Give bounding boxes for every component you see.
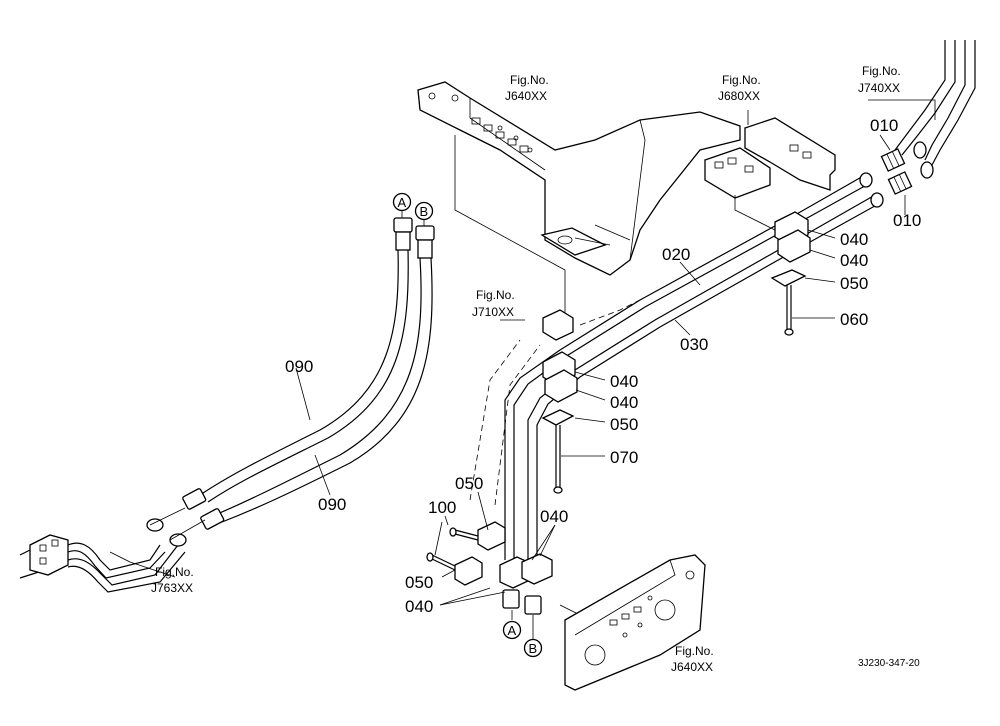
part-label-060: 060	[840, 310, 868, 329]
marker-a-bottom: A	[508, 623, 517, 638]
part-label-090-b: 090	[318, 495, 346, 514]
fig-ref-j740-line1: Fig.No.	[862, 64, 901, 78]
part-label-070: 070	[610, 448, 638, 467]
part-label-020: 020	[662, 245, 690, 264]
marker-b-bottom: B	[529, 641, 538, 656]
part-label-030: 030	[680, 335, 708, 354]
marker-b-top: B	[420, 204, 429, 219]
clamp-right	[770, 211, 811, 336]
fig-ref-labels: Fig.No. J640XX Fig.No. J680XX Fig.No. J7…	[151, 64, 901, 674]
clamp-lower	[426, 521, 553, 615]
fig-ref-j740-line2: J740XX	[858, 81, 900, 95]
adapter-fittings	[880, 141, 934, 195]
part-number-labels: 010 010 020 030 040 040 050 060 040 040 …	[285, 116, 921, 616]
part-label-040-d: 040	[610, 393, 638, 412]
part-label-050-b: 050	[610, 415, 638, 434]
part-leaders	[295, 134, 906, 640]
part-label-100: 100	[428, 498, 456, 517]
part-label-090-a: 090	[285, 357, 313, 376]
part-label-040-c: 040	[610, 372, 638, 391]
fig-ref-j640-bottom-line2: J640XX	[671, 660, 713, 674]
frame-bracket	[417, 81, 741, 276]
fig-ref-j640-top-line2: J640XX	[505, 89, 547, 103]
mounting-plate	[564, 554, 706, 691]
part-label-010-a: 010	[870, 116, 898, 135]
phantom-line	[469, 299, 641, 506]
valve-block	[19, 507, 206, 593]
clamp-middle	[541, 309, 578, 494]
fig-ref-j680-line2: J680XX	[718, 89, 760, 103]
part-label-040-b: 040	[840, 251, 868, 270]
rigid-pipes	[504, 40, 976, 570]
part-label-010-b: 010	[893, 211, 921, 230]
part-label-050-c: 050	[455, 474, 483, 493]
fig-ref-j680-line1: Fig.No.	[722, 73, 761, 87]
part-label-050-a: 050	[840, 274, 868, 293]
part-label-040-a: 040	[840, 230, 868, 249]
fig-ref-j763-line1: Fig.No.	[155, 565, 194, 579]
right-bracket	[704, 117, 836, 199]
fig-ref-j710-line1: Fig.No.	[476, 288, 515, 302]
fig-ref-j763-line2: J763XX	[151, 581, 193, 595]
fig-ref-j640-top-line1: Fig.No.	[510, 73, 549, 87]
part-label-040-e: 040	[540, 507, 568, 526]
fig-ref-j710-line2: J710XX	[472, 305, 514, 319]
part-label-050-d: 050	[405, 573, 433, 592]
flexible-hoses	[182, 217, 435, 530]
connection-markers: A B A B	[392, 192, 543, 658]
drawing-code: 3J230-347-20	[858, 658, 920, 669]
marker-a-top: A	[398, 195, 407, 210]
part-label-040-f: 040	[405, 597, 433, 616]
fig-ref-j640-bottom-line1: Fig.No.	[675, 644, 714, 658]
